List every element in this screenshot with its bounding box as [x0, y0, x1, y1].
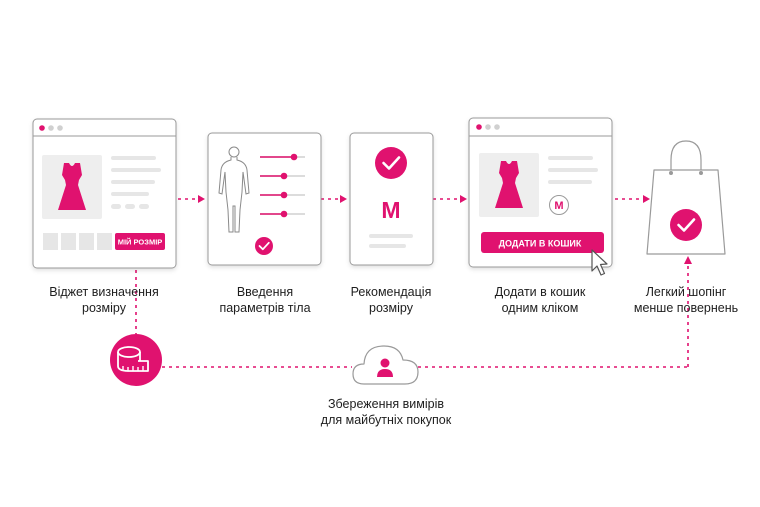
param-sliders	[260, 153, 305, 218]
step-label-line: параметрів тіла	[219, 301, 311, 315]
cursor-icon	[591, 249, 608, 276]
step-label-line: одним кліком	[501, 301, 579, 315]
arrowhead-1	[198, 195, 205, 203]
add-to-cart-button[interactable]: ДОДАТИ В КОШИК	[481, 232, 604, 253]
human-figure-icon	[218, 146, 250, 233]
text-placeholders-4	[548, 156, 598, 184]
arrowhead-up	[684, 256, 692, 264]
step-label-body-params: Введення параметрів тіла	[195, 284, 335, 316]
check-icon	[255, 237, 273, 255]
cloud-user-icon	[352, 345, 419, 385]
browser-dot	[494, 124, 500, 130]
step-label-line: Легкий шопінг	[645, 285, 727, 299]
check-icon	[670, 209, 702, 241]
slider-icon[interactable]	[260, 210, 305, 218]
step-label-line: розміру	[82, 301, 126, 315]
slider-icon[interactable]	[260, 191, 305, 199]
step-label-line: Рекомендація	[350, 285, 432, 299]
check-icon	[375, 147, 407, 179]
dress-icon	[58, 163, 86, 210]
browser-bar-4	[469, 124, 612, 137]
connectors	[135, 198, 689, 368]
slider-icon[interactable]	[260, 172, 305, 180]
storage-label-line: Збереження вимірів	[327, 397, 444, 411]
browser-bar-1	[33, 125, 176, 137]
recommended-size: M	[381, 197, 400, 223]
card-size-recommendation	[349, 132, 434, 266]
text-placeholders-1	[111, 156, 161, 209]
add-to-cart-label: ДОДАТИ В КОШИК	[499, 239, 582, 249]
slider-icon[interactable]	[260, 153, 305, 161]
arrowhead-3	[460, 195, 467, 203]
selected-size: M	[554, 200, 563, 212]
step-label-easy-shopping: Легкий шопінг менше повернень	[616, 284, 756, 316]
browser-dot	[57, 125, 63, 131]
thumbnail-row	[43, 233, 112, 250]
storage-label: Збереження вимірів для майбутніх покупок	[296, 396, 476, 428]
my-size-button-label: МІЙ РОЗМІР	[118, 238, 163, 247]
selected-size-badge[interactable]: M	[549, 195, 569, 215]
dress-icon	[495, 161, 523, 208]
tape-measure-icon	[110, 334, 162, 386]
step-label-add-to-cart: Додати в кошик одним кліком	[470, 284, 610, 316]
browser-dot-red	[476, 124, 482, 130]
step-label-widget: Віджет визначення розміру	[34, 284, 174, 316]
storage-label-line: для майбутніх покупок	[320, 413, 452, 427]
step-label-recommendation: Рекомендація розміру	[321, 284, 461, 316]
step-label-line: Віджет визначення	[49, 285, 159, 299]
arrowhead-4	[643, 195, 650, 203]
browser-dot	[48, 125, 54, 131]
browser-dot	[485, 124, 491, 130]
my-size-button[interactable]: МІЙ РОЗМІР	[115, 233, 165, 250]
text-placeholders-3	[369, 234, 413, 248]
step-label-line: Введення	[236, 285, 294, 299]
arrowheads	[198, 195, 692, 264]
browser-dot-red	[39, 125, 45, 131]
step-label-line: менше повернень	[633, 301, 739, 315]
arrowhead-2	[340, 195, 347, 203]
step-label-line: Додати в кошик	[494, 285, 586, 299]
step-label-line: розміру	[369, 301, 413, 315]
